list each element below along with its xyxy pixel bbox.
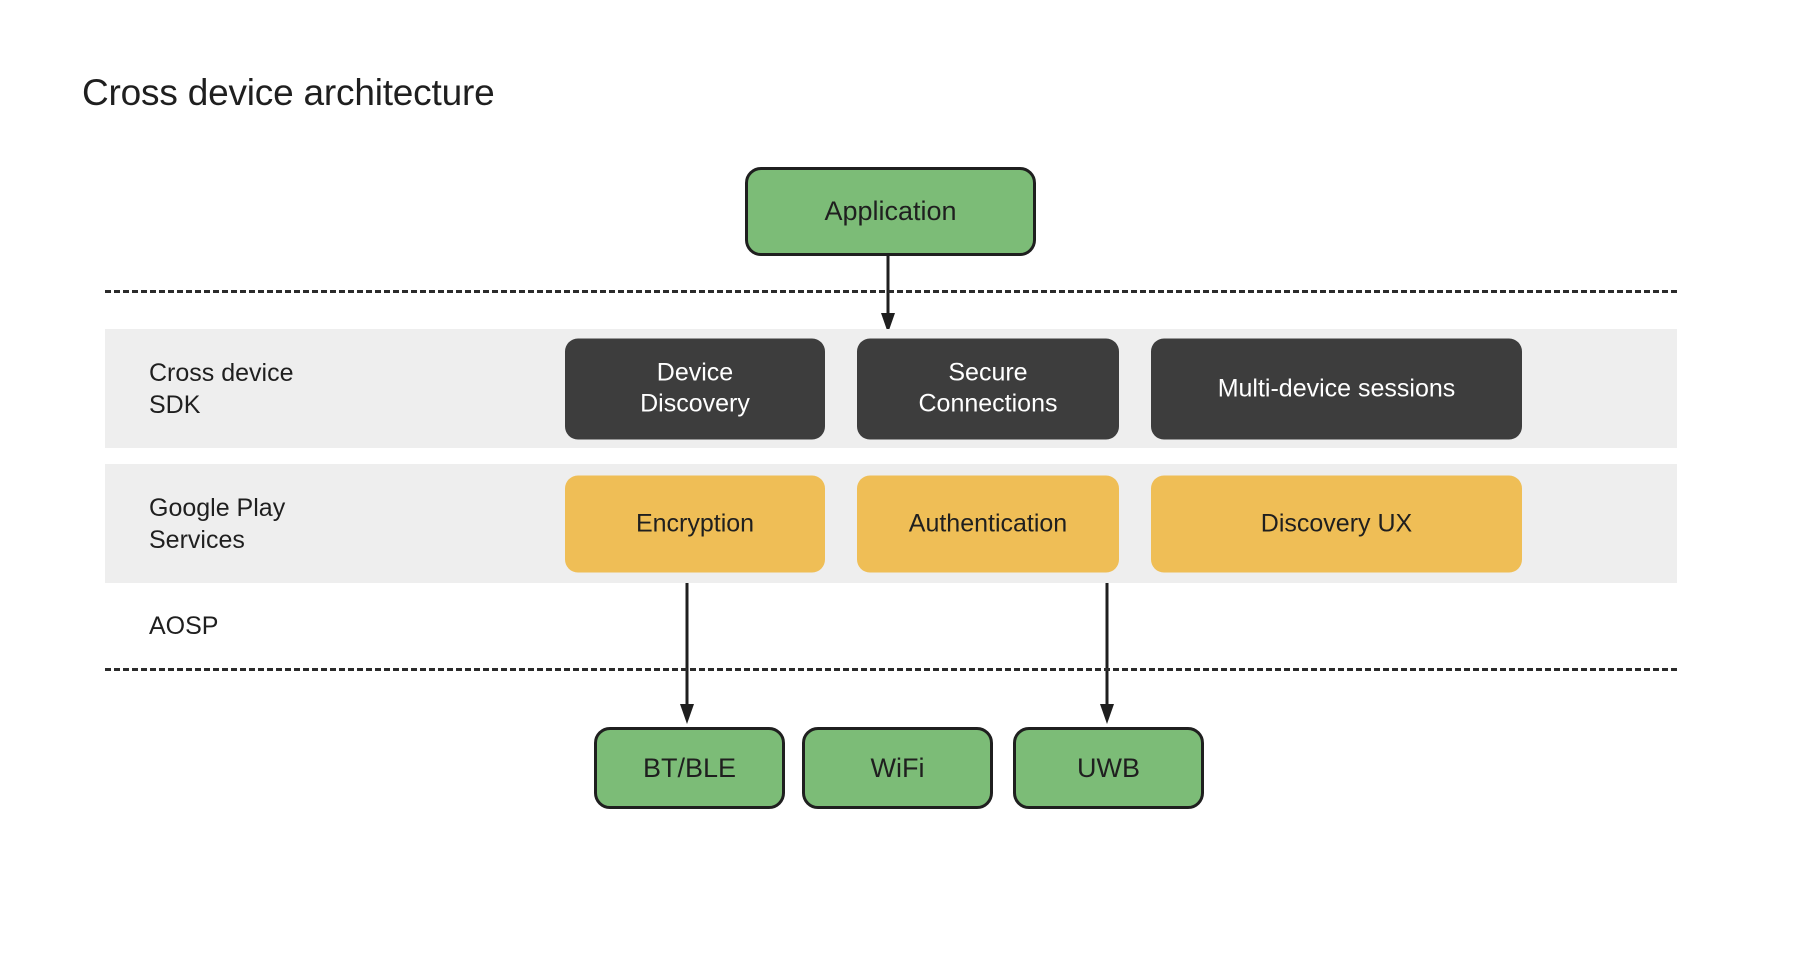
- layer-nodes-cross-device-sdk: Device Discovery Secure Connections Mult…: [565, 338, 1522, 439]
- layer-band-google-play-services: Google Play Services Encryption Authenti…: [105, 464, 1677, 583]
- node-uwb-label: UWB: [1077, 752, 1140, 783]
- arrow-encryption-to-bt-ble: [679, 583, 695, 729]
- layer-nodes-google-play-services: Encryption Authentication Discovery UX: [565, 475, 1522, 572]
- node-application-label: Application: [824, 196, 957, 226]
- page-title: Cross device architecture: [82, 72, 495, 113]
- layer-band-cross-device-sdk: Cross device SDK Device Discovery Secure…: [105, 329, 1677, 448]
- layer-label-aosp: AOSP: [149, 612, 219, 640]
- layer-label-google-play-services: Google Play Services: [149, 493, 286, 554]
- node-wifi-label: WiFi: [870, 752, 925, 783]
- node-encryption: Encryption: [565, 475, 825, 572]
- node-device-discovery: Device Discovery: [565, 338, 825, 439]
- node-multi-device-sessions-label: Multi-device sessions: [1217, 374, 1456, 402]
- arrow-application-to-sdk: [880, 255, 896, 338]
- node-secure-connections-label: Secure Connections: [918, 358, 1058, 418]
- node-discovery-ux: Discovery UX: [1151, 475, 1522, 572]
- node-multi-device-sessions: Multi-device sessions: [1151, 338, 1522, 439]
- node-device-discovery-label: Device Discovery: [640, 358, 750, 418]
- node-bt-ble-label: BT/BLE: [642, 752, 737, 783]
- node-bt-ble: BT/BLE: [594, 727, 785, 809]
- node-uwb: UWB: [1013, 727, 1204, 809]
- node-encryption-label: Encryption: [635, 509, 755, 537]
- node-wifi: WiFi: [802, 727, 993, 809]
- node-authentication: Authentication: [857, 475, 1119, 572]
- layer-label-cross-device-sdk: Cross device SDK: [149, 358, 294, 419]
- node-secure-connections: Secure Connections: [857, 338, 1119, 439]
- arrow-discovery-ux-to-uwb: [1099, 583, 1115, 729]
- node-discovery-ux-label: Discovery UX: [1260, 509, 1413, 537]
- divider-bottom-dashed: [105, 668, 1677, 671]
- node-application: Application: [745, 167, 1036, 256]
- node-authentication-label: Authentication: [908, 509, 1068, 537]
- divider-top-dashed: [105, 290, 1677, 293]
